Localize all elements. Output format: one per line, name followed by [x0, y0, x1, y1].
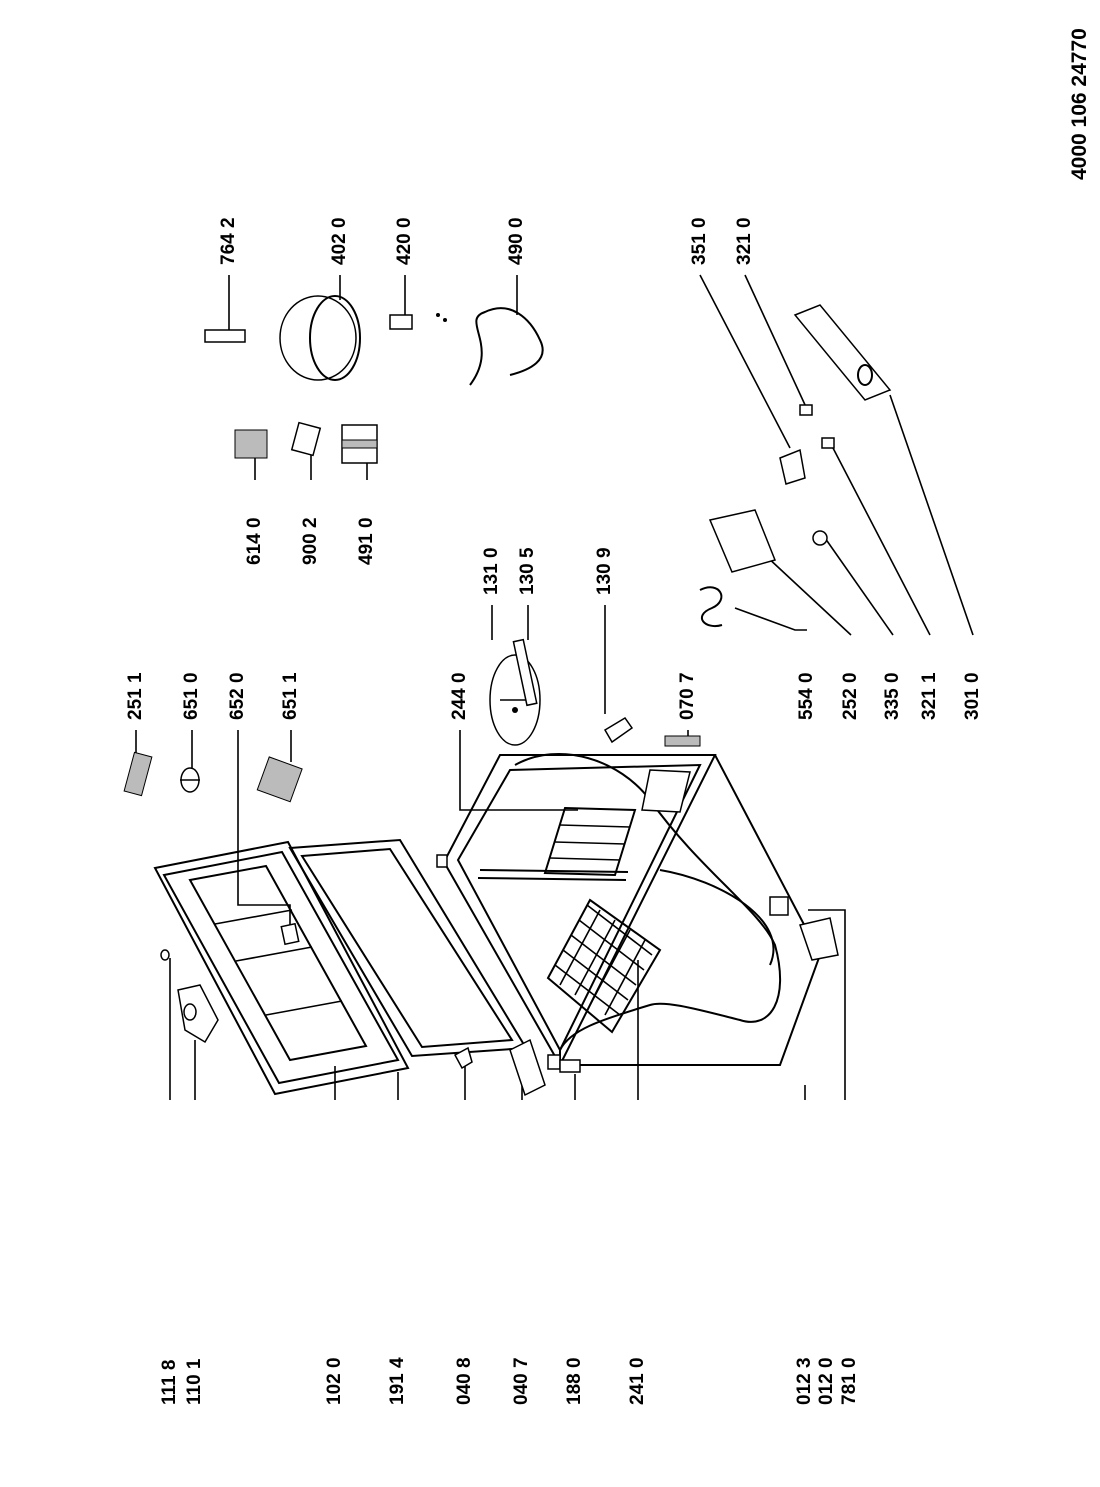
- label-900-2: 900 2: [300, 517, 321, 565]
- part-335-0: [812, 530, 828, 546]
- basket: [546, 898, 662, 1034]
- label-241-0: 241 0: [627, 1357, 648, 1405]
- lid-assembly: [153, 840, 410, 1096]
- label-351-0: 351 0: [689, 217, 710, 265]
- part-070-7: [664, 735, 701, 747]
- label-188-0: 188 0: [564, 1357, 585, 1405]
- part-111-8: [160, 949, 170, 961]
- lid-small-parts: [160, 949, 546, 1097]
- label-244-0: 244 0: [449, 672, 470, 720]
- part-490-0: [469, 307, 544, 386]
- part-188-0: [559, 1059, 581, 1073]
- label-111-8: 111 8: [159, 1360, 180, 1405]
- part-321-1: [821, 437, 835, 449]
- part-130-5: [512, 638, 538, 707]
- label-321-1: 321 1: [919, 672, 940, 720]
- part-764-2: [204, 329, 246, 343]
- label-651-1: 651 1: [280, 672, 301, 720]
- label-130-9: 130 9: [594, 547, 615, 595]
- label-191-4: 191 4: [387, 1357, 408, 1405]
- cabinet: [436, 735, 839, 1073]
- label-614-0: 614 0: [244, 517, 265, 565]
- part-040-8: [453, 1046, 473, 1070]
- label-130-5: 130 5: [517, 547, 538, 595]
- label-402-0: 402 0: [329, 217, 350, 265]
- label-102-0: 102 0: [324, 1357, 345, 1405]
- label-012-3: 012 3: [794, 1357, 815, 1405]
- gasket: [288, 838, 528, 1058]
- label-040-8: 040 8: [454, 1357, 475, 1405]
- part-252-0: [708, 509, 777, 573]
- floating-parts: [123, 295, 892, 803]
- left-labels: 111 8 110 1 102 0 191 4 040 8 040 7 188 …: [159, 1357, 860, 1405]
- label-131-0: 131 0: [481, 547, 502, 595]
- part-251-1: [123, 751, 153, 797]
- label-110-1: 110 1: [184, 1358, 205, 1405]
- label-652-0: 652 0: [227, 672, 248, 720]
- label-781-0: 781 0: [839, 1357, 860, 1405]
- part-040-7: [509, 1038, 546, 1097]
- document-number: 4000 106 24770: [1068, 28, 1091, 180]
- label-764-2: 764 2: [218, 217, 239, 265]
- upper-labels: 251 1 651 0 652 0 651 1 244 0 070 7 131 …: [125, 217, 983, 720]
- divider: [543, 806, 637, 877]
- part-614-0: [234, 429, 268, 459]
- label-252-0: 252 0: [840, 672, 861, 720]
- label-651-0: 651 0: [181, 672, 202, 720]
- part-554-0: [699, 586, 723, 628]
- part-651-1: [256, 756, 303, 803]
- part-900-2: [290, 421, 322, 457]
- label-321-0: 321 0: [734, 217, 755, 265]
- label-335-0: 335 0: [882, 672, 903, 720]
- label-251-1: 251 1: [125, 672, 146, 720]
- part-130-9: [603, 716, 634, 744]
- part-420-0: [389, 314, 413, 330]
- part-321-0: [799, 404, 813, 416]
- label-420-0: 420 0: [394, 217, 415, 265]
- label-040-7: 040 7: [511, 1357, 532, 1405]
- label-070-7: 070 7: [677, 672, 698, 720]
- part-781-0: [799, 917, 839, 961]
- label-491-0: 491 0: [356, 517, 377, 565]
- label-301-0: 301 0: [962, 672, 983, 720]
- leader-lines: [135, 274, 974, 1100]
- part-110-1: [177, 984, 219, 1044]
- label-012-0: 012 0: [816, 1357, 837, 1405]
- part-402-0: [279, 295, 357, 381]
- label-554-0: 554 0: [796, 672, 817, 720]
- part-301-0: [793, 304, 892, 401]
- part-351-0: [779, 448, 806, 485]
- label-490-0: 490 0: [506, 217, 527, 265]
